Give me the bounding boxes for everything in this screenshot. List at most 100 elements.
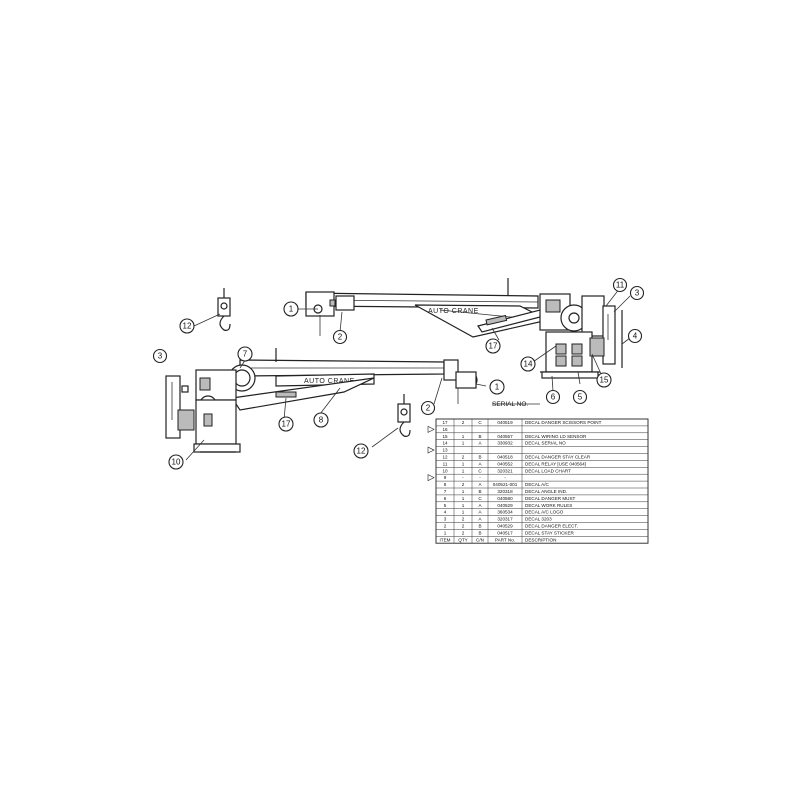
callout-6: 6 <box>545 389 561 405</box>
table-cell: 1 <box>462 503 465 508</box>
table-cell: 320317 <box>497 517 513 522</box>
table-cell: 2 <box>444 523 447 528</box>
svg-text:11: 11 <box>616 281 625 290</box>
table-cell: 040519 <box>497 420 513 425</box>
table-header-cell: C/N <box>476 537 484 542</box>
table-cell: 2 <box>462 530 465 535</box>
table-cell: - <box>504 475 506 480</box>
table-cell: 9 <box>444 475 447 480</box>
svg-text:12: 12 <box>357 447 366 456</box>
table-header-cell: ITEM <box>440 537 451 542</box>
table-cell: 040557 <box>497 434 513 439</box>
table-cell: 2 <box>462 482 465 487</box>
table-cell: B <box>478 434 481 439</box>
svg-text:17: 17 <box>282 420 291 429</box>
callout-12-upper: 12 <box>179 318 195 334</box>
callout-4: 4 <box>627 328 643 344</box>
callout-15: 15 <box>596 372 612 388</box>
table-cell: 16 <box>442 427 448 432</box>
table-cell: DECAL SERIAL NO <box>525 441 566 446</box>
callout-1-upper: 1 <box>283 301 299 317</box>
table-cell: 4 <box>444 510 447 515</box>
boom-label-upper: AUTO CRANE <box>428 308 479 315</box>
table-cell: 17 <box>442 420 448 425</box>
table-cell: 1 <box>462 441 465 446</box>
table-cell: 040517 <box>497 530 513 535</box>
table-cell: 040580 <box>497 496 513 501</box>
table-cell: DECAL WORK RULES <box>525 503 572 508</box>
table-cell: B <box>478 523 481 528</box>
callout-2-upper: 2 <box>332 329 348 345</box>
upper-hook <box>217 288 231 331</box>
table-cell: 7 <box>444 489 447 494</box>
table-cell: A <box>478 461 482 466</box>
table-cell: 8 <box>444 482 447 487</box>
table-cell: DECAL DANGER STAY CLEAR <box>525 454 591 459</box>
table-cell: DECAL A/C LOGO <box>525 510 564 515</box>
callout-11: 11 <box>612 277 628 293</box>
table-cell: B <box>478 489 481 494</box>
svg-text:5: 5 <box>578 393 583 402</box>
lower-hook <box>397 394 411 437</box>
table-cell: 2 <box>462 420 465 425</box>
table-cell: 040521-001 <box>493 482 518 487</box>
svg-text:8: 8 <box>319 416 324 425</box>
callout-8: 8 <box>313 412 329 428</box>
table-cell: DECAL ANGLE IND. <box>525 489 567 494</box>
table-header-cell: QTY <box>458 537 467 542</box>
table-cell: 1 <box>462 461 465 466</box>
table-cell: 6 <box>444 496 447 501</box>
callout-12-lower: 12 <box>353 443 369 459</box>
table-cell: DECAL WIRING LD SENSOR <box>525 434 587 439</box>
table-cell: DECAL STAY STICKER <box>525 530 575 535</box>
callout-2-lower: 2 <box>420 400 436 416</box>
lower-crane: AUTO CRANE <box>165 348 478 453</box>
callout-5: 5 <box>572 389 588 405</box>
table-cell: 14 <box>442 441 448 446</box>
table-cell: 040552 <box>497 461 513 466</box>
table-cell: DECAL DANGER ELECT. <box>525 523 578 528</box>
table-cell: B <box>478 530 481 535</box>
table-cell: 2 <box>462 517 465 522</box>
svg-text:3: 3 <box>158 352 163 361</box>
svg-text:1: 1 <box>289 305 294 314</box>
svg-text:15: 15 <box>600 376 609 385</box>
svg-text:7: 7 <box>243 350 248 359</box>
svg-text:14: 14 <box>524 360 533 369</box>
table-cell: - <box>479 475 481 480</box>
table-cell: - <box>462 475 464 480</box>
svg-text:2: 2 <box>338 333 343 342</box>
callout-3-upper: 3 <box>629 285 645 301</box>
table-cell: 1 <box>462 489 465 494</box>
boom-label-lower: AUTO CRANE <box>304 378 355 385</box>
callout-3-lower: 3 <box>152 348 168 364</box>
table-cell: 5 <box>444 503 447 508</box>
table-cell: C <box>478 496 482 501</box>
table-header-cell: DESCRIPTION <box>525 537 556 542</box>
table-cell: 1 <box>462 510 465 515</box>
revision-marker-icon <box>427 446 435 454</box>
revision-marker-icon <box>427 474 435 482</box>
table-cell: A <box>478 441 482 446</box>
table-cell: C <box>478 420 482 425</box>
table-cell: DECAL A/C <box>525 482 550 487</box>
table-cell: 2 <box>462 454 465 459</box>
table-cell: 15 <box>442 434 448 439</box>
callout-14: 14 <box>520 356 536 372</box>
table-cell: 320318 <box>497 489 513 494</box>
upper-crane: AUTO CRANE <box>305 278 623 379</box>
table-cell: 3 <box>444 517 447 522</box>
svg-text:2: 2 <box>426 404 431 413</box>
table-cell: 040529 <box>497 503 513 508</box>
table-cell: DECAL DANGER SCISSORS POINT <box>525 420 602 425</box>
table-cell: DECAL 3203 <box>525 517 552 522</box>
table-cell: DECAL DANGER MUST <box>525 496 576 501</box>
table-cell: A <box>478 503 482 508</box>
table-cell: A <box>478 510 482 515</box>
callout-17-lower: 17 <box>278 416 294 432</box>
table-cell: 360534 <box>497 510 513 515</box>
table-cell: DECAL LOAD CHART <box>525 468 571 473</box>
svg-text:1: 1 <box>495 383 500 392</box>
svg-text:10: 10 <box>172 458 181 467</box>
callout-7: 7 <box>237 346 253 362</box>
